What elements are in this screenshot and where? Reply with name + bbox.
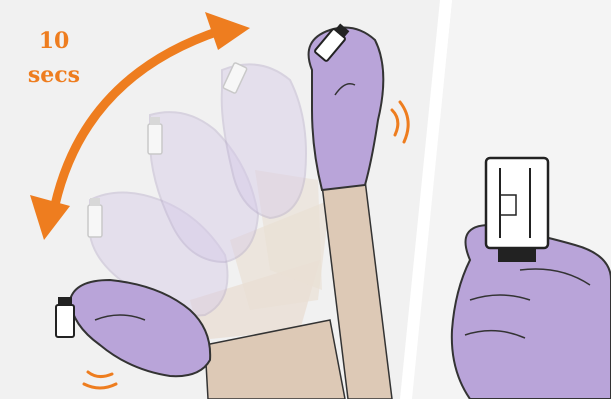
vial-icon bbox=[56, 297, 74, 337]
vial-icon bbox=[88, 198, 102, 237]
closeup-vial-icon bbox=[486, 158, 548, 262]
timer-value-text: 10 bbox=[24, 28, 84, 54]
vial-icon bbox=[148, 117, 162, 154]
timer-unit-text: secs bbox=[24, 62, 84, 88]
